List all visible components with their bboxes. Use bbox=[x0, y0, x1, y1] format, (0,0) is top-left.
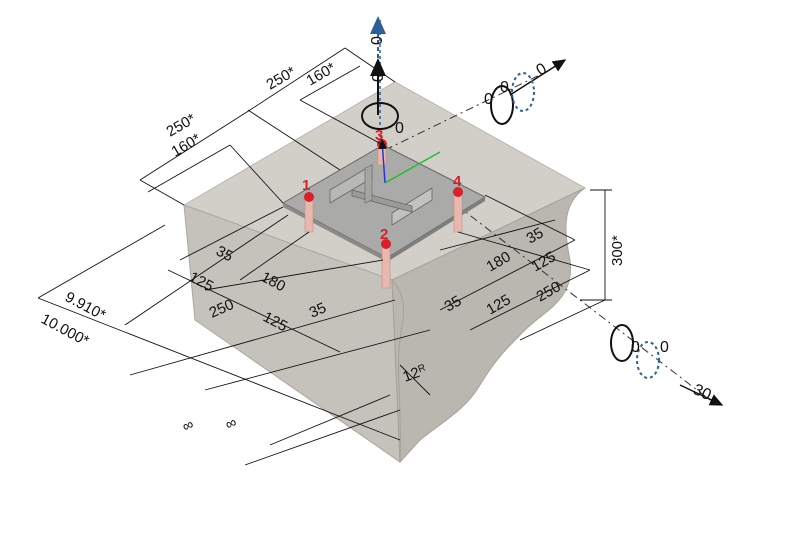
vertical-force-label: 0 bbox=[370, 73, 387, 82]
anchor-label-1: 1 bbox=[302, 177, 310, 194]
axis-x-force-label: 30 bbox=[690, 381, 713, 404]
anchor-1[interactable]: 1 bbox=[302, 177, 314, 233]
axis-y-moment-icon-a[interactable] bbox=[490, 85, 514, 125]
top-force-small-label: 0 bbox=[369, 36, 386, 45]
dim-front-right-35: 35 bbox=[524, 224, 547, 247]
dim-left-width-inner: 9.910* bbox=[62, 289, 108, 324]
dim-height: 300* bbox=[609, 235, 626, 266]
anchor-2[interactable]: 2 bbox=[380, 226, 391, 289]
dim-inf-right: ∞ bbox=[223, 414, 240, 434]
concrete-wavy-face bbox=[391, 187, 586, 464]
dim-front-right-35b: 35 bbox=[442, 292, 465, 315]
anchor-label-4: 4 bbox=[453, 173, 462, 190]
axis-x-moment-label-a: 0 bbox=[631, 339, 640, 356]
local-z-axis bbox=[378, 138, 388, 184]
axis-y-force-arrow[interactable] bbox=[509, 59, 567, 96]
axis-x-moment-label-b: 0 bbox=[660, 339, 669, 356]
dim-front-left-35: 35 bbox=[213, 243, 236, 266]
anchor-label-2: 2 bbox=[380, 226, 388, 243]
axis-x-force-arrow[interactable] bbox=[679, 384, 724, 406]
anchor-label-3: 3 bbox=[375, 127, 383, 144]
axis-y-moment-label-b: 0 bbox=[500, 79, 509, 96]
dim-front-left-35b: 35 bbox=[307, 299, 329, 321]
axis-x-line bbox=[384, 149, 711, 401]
loads: 0 0 0 0 0 0 30 0 0 bbox=[361, 16, 724, 406]
local-y-axis bbox=[384, 151, 441, 184]
steel-profile bbox=[329, 164, 433, 226]
base-plate-assembly: 1 2 3 4 bbox=[281, 127, 487, 289]
dim-inf-left: ∞ bbox=[180, 416, 197, 436]
dim-radius: 12R bbox=[401, 362, 429, 386]
axis-y-line bbox=[384, 69, 551, 151]
dim-top-right-inner: 160* bbox=[304, 59, 339, 89]
concrete-wave-edge bbox=[391, 279, 404, 463]
axis-x-moment-icon-a[interactable] bbox=[610, 324, 634, 362]
vertical-moment-label: 0 bbox=[395, 120, 404, 137]
axis-y-moment-label-a: 0 bbox=[484, 91, 493, 108]
dim-top-right-outer: 250* bbox=[264, 63, 299, 93]
axis-x-moment-icon-b[interactable] bbox=[636, 341, 660, 379]
axis-y-moment-icon-b[interactable] bbox=[511, 72, 535, 112]
vertical-moment-icon[interactable] bbox=[361, 102, 399, 130]
